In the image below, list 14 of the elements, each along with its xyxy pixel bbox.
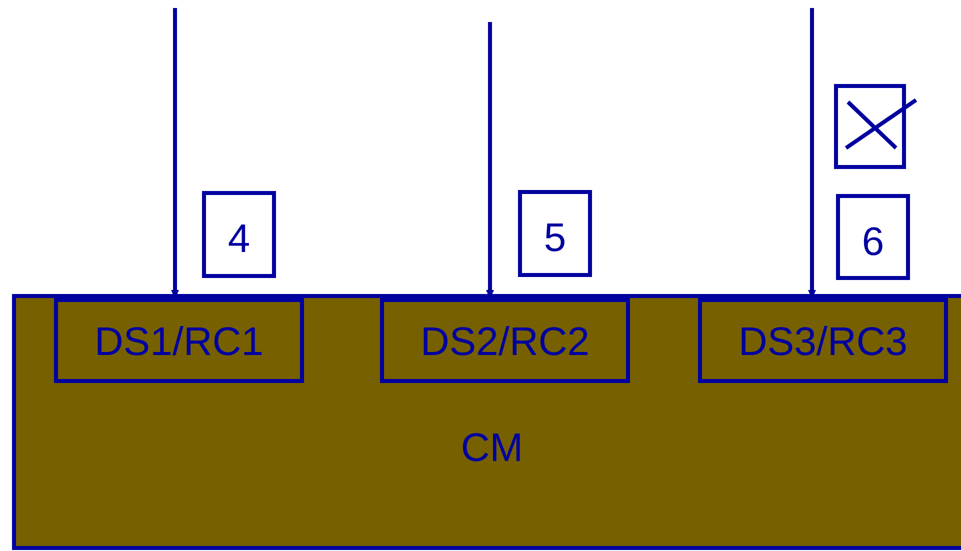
number-label: 5 <box>542 218 568 258</box>
component-block <box>12 294 961 550</box>
module-box <box>380 298 630 383</box>
module-label: DS2/RC2 <box>420 322 590 362</box>
module-box <box>698 298 948 383</box>
module-label: DS1/RC1 <box>94 322 264 362</box>
block-label: CM <box>460 428 524 468</box>
number-box <box>518 190 592 277</box>
module-box <box>54 298 304 383</box>
number-label: 6 <box>860 222 886 262</box>
module-label: DS3/RC3 <box>738 322 908 362</box>
number-box <box>202 191 276 278</box>
number-box <box>836 194 910 280</box>
number-label: 4 <box>226 219 252 259</box>
